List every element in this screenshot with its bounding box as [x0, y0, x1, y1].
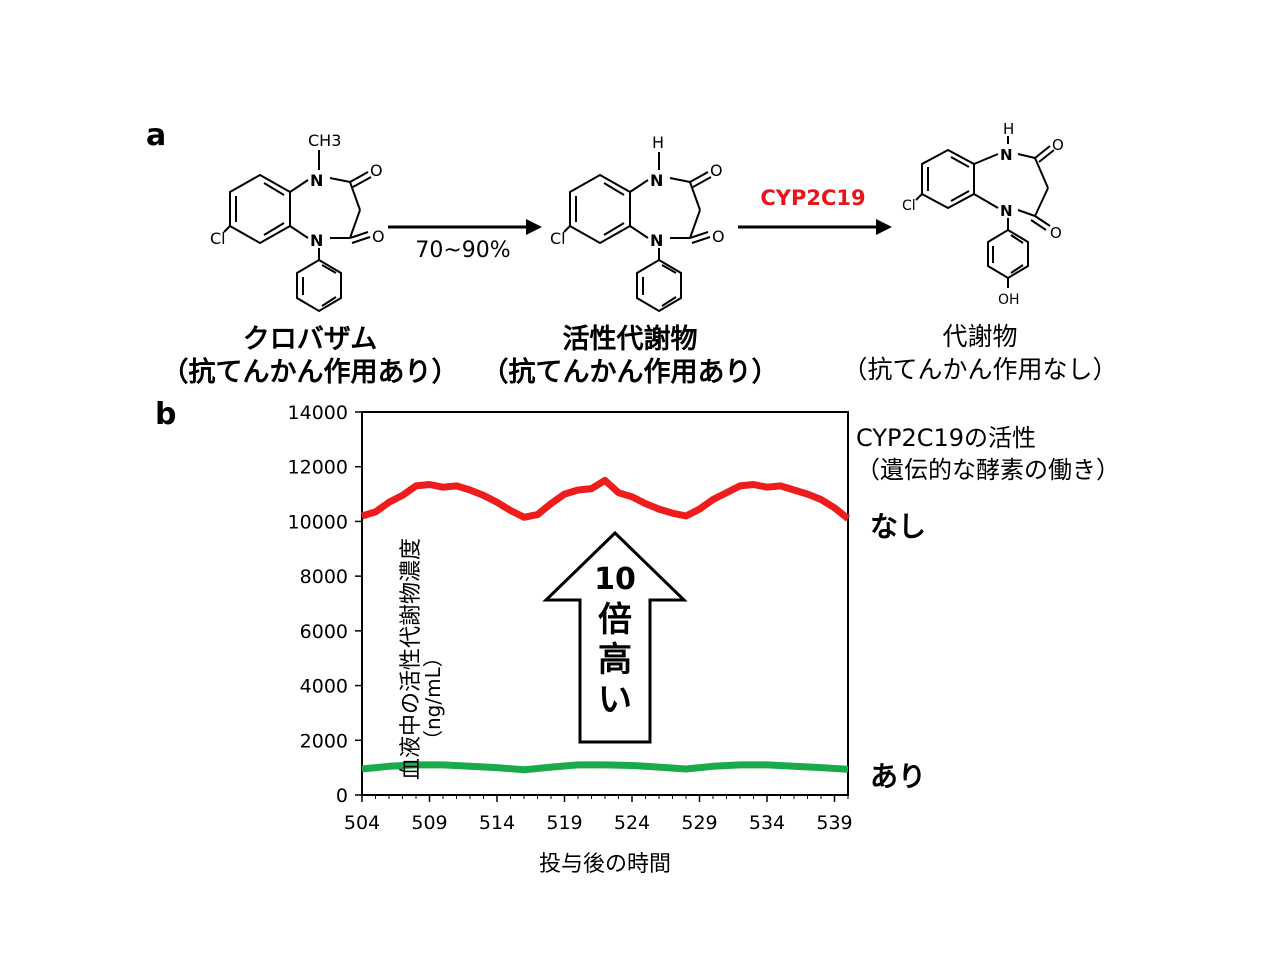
metabolite-structure: N N O O H Cl OH — [902, 120, 1064, 308]
atom-cl: Cl — [550, 229, 566, 248]
series-label-nashi: なし — [870, 510, 927, 543]
y-axis-label-wrap: 血液中の活性代謝物濃度 （ng/mL） — [168, 480, 445, 780]
atom-o: O — [370, 161, 383, 180]
legend-subtitle: （遺伝的な酵素の働き） — [856, 456, 1120, 484]
series-label-ari: あり — [870, 760, 927, 793]
compound-1-name: クロバザム — [242, 324, 378, 355]
x-tick-label: 529 — [681, 812, 717, 834]
x-tick-label: 504 — [344, 812, 380, 834]
atom-o: O — [372, 227, 385, 246]
reaction-arrow-2 — [738, 219, 892, 235]
atom-oh: OH — [998, 292, 1020, 308]
series-line-0 — [360, 476, 851, 522]
fold-increase-text: 10 倍 高 い — [580, 560, 650, 720]
compound-3-note: （抗てんかん作用なし） — [842, 355, 1118, 384]
y-tick-label: 2000 — [300, 730, 348, 752]
active-metabolite-structure: N N O O H Cl — [550, 133, 725, 313]
x-tick-label: 509 — [411, 812, 447, 834]
fold-increase-arrow — [542, 530, 688, 744]
y-tick-label: 8000 — [300, 566, 348, 588]
atom-h: H — [1003, 120, 1014, 138]
x-tick-label: 519 — [546, 812, 582, 834]
atom-n: N — [310, 171, 323, 190]
atom-n: N — [1000, 202, 1013, 220]
x-tick-label: 534 — [749, 812, 785, 834]
fold-text-line: 高 — [598, 640, 632, 680]
atom-h: H — [652, 133, 664, 152]
clobazam-structure: N N O O CH3 Cl — [210, 131, 385, 313]
y-axis-label: 血液中の活性代謝物濃度 — [399, 538, 424, 780]
reaction-arrow-1 — [388, 219, 542, 235]
line-chart: 0 2000 4000 6000 8000 10000 12000 14000 504 509 51… — [288, 402, 853, 834]
fold-text-line: い — [598, 680, 632, 720]
atom-o: O — [712, 227, 725, 246]
atom-o: O — [1050, 224, 1062, 242]
x-axis-label: 投与後の時間 — [538, 852, 671, 877]
atom-n: N — [310, 231, 323, 250]
arrow-2-label: CYP2C19 — [760, 186, 866, 210]
atom-n: N — [650, 171, 663, 190]
atom-o: O — [1052, 136, 1064, 154]
atom-ch3: CH3 — [308, 131, 341, 150]
atom-o: O — [710, 161, 723, 180]
atom-cl: Cl — [902, 198, 916, 214]
compound-3-name: 代謝物 — [942, 322, 1018, 351]
fold-text-line: 倍 — [598, 600, 632, 640]
compound-1-note: （抗てんかん作用あり） — [161, 357, 459, 388]
atom-n: N — [650, 231, 663, 250]
y-tick-label: 4000 — [300, 676, 348, 698]
x-tick-label: 524 — [614, 812, 650, 834]
y-tick-label: 0 — [336, 785, 348, 807]
y-tick-label: 14000 — [288, 402, 348, 424]
y-tick-label: 10000 — [288, 511, 348, 533]
y-tick-label: 12000 — [288, 457, 348, 479]
x-tick-label: 539 — [816, 812, 852, 834]
y-tick-label: 6000 — [300, 621, 348, 643]
x-tick-label: 514 — [479, 812, 515, 834]
compound-2-note: （抗てんかん作用あり） — [481, 357, 779, 388]
legend-title: CYP2C19の活性 — [856, 424, 1037, 452]
panel-a-label: a — [146, 118, 167, 153]
arrow-1-label: 70~90% — [415, 238, 511, 263]
panel-b-label: b — [155, 397, 177, 432]
compound-2-name: 活性代謝物 — [562, 324, 698, 355]
atom-cl: Cl — [210, 229, 226, 248]
series-line-1 — [361, 761, 849, 774]
atom-n: N — [1000, 146, 1013, 164]
y-axis-unit: （ng/mL） — [421, 647, 445, 750]
fold-text-line: 10 — [594, 562, 636, 597]
